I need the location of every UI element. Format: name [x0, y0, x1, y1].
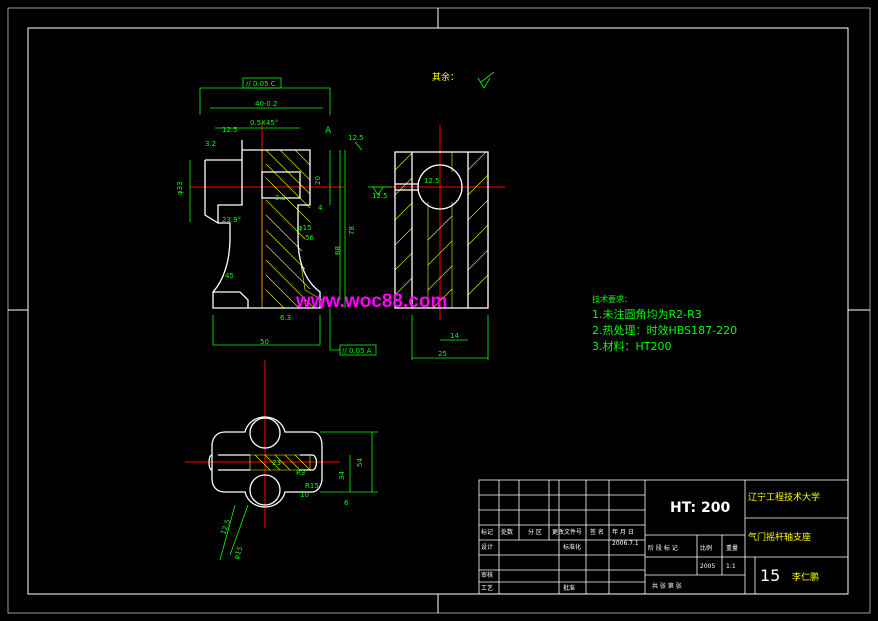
title-block: HT: 200 辽宁工程技术大学 气门摇杆轴支座 15 李仁鹏 比例 1:1 2… [478, 479, 849, 595]
top-dim-23: 23 [272, 459, 281, 467]
top-dim-6: 6 [344, 499, 349, 507]
parallel-top: // 0.05 C [246, 80, 276, 88]
front-view-outline [204, 140, 321, 309]
tech-item-1: 1.未注圆角均为R2-R3 [592, 307, 702, 321]
side-view [394, 151, 489, 309]
parallel-bottom: // 0.05 A [342, 347, 372, 355]
front-view-hatch [261, 149, 323, 309]
side-dim-25: 25 [438, 350, 447, 358]
datum-a: A [325, 126, 332, 136]
dia-15: φ15 [298, 224, 312, 232]
tb-check-label: 审核 [481, 571, 493, 579]
tb-scale-label: 比例 [700, 544, 712, 552]
tb-school: 辽宁工程技术大学 [748, 491, 820, 503]
dim-4: 4 [318, 204, 323, 212]
watermark: www.woc88.com [295, 291, 447, 312]
tb-row-label-6: 年 月 日 [612, 528, 634, 536]
top-dim-10: 10 [300, 491, 309, 499]
tech-requirements: 技术要求： 1.未注圆角均为R2-R3 2.热处理：时效HBS187-220 3… [592, 294, 737, 353]
top-view [208, 416, 323, 508]
tb-date: 2006.7.1 [612, 540, 639, 547]
top-dim-R3: R3 [296, 469, 305, 477]
tech-item-3: 3.材料：HT200 [592, 339, 671, 353]
dim-40: 40-0.2 [255, 100, 278, 108]
dim-56: 56 [305, 234, 314, 242]
centerlines [185, 122, 505, 528]
dim-68: 68 [334, 246, 342, 255]
tb-scale: 1:1 [726, 563, 736, 570]
side-dim-14: 14 [450, 332, 459, 340]
tb-approve-label: 批准 [563, 584, 575, 592]
tb-material: HT: 200 [670, 500, 730, 516]
tb-process-label: 工艺 [481, 584, 493, 592]
tb-designer: 李仁鹏 [792, 571, 819, 583]
dimension-lines [189, 71, 495, 561]
drawing-frame [7, 7, 871, 614]
rough-12-5a: 12.5 [222, 126, 238, 134]
tb-std-label: 标准化 [563, 543, 581, 551]
tb-sheets-label: 共 张 第 张 [652, 582, 682, 590]
rough-6-3: 6.3 [280, 314, 291, 322]
tb-weight-label: 重量 [726, 544, 738, 552]
dim-78: 78 [348, 226, 356, 235]
tb-design-label: 设计 [481, 543, 493, 551]
dia-33: φ33 [176, 181, 184, 195]
side-view-hatch [394, 151, 489, 309]
dim-20: 20 [314, 176, 322, 185]
rough-3-2a: 3.2 [205, 140, 216, 148]
top-rough: 12.5 [219, 518, 232, 535]
top-dia-15: φ15 [232, 545, 244, 560]
tech-title: 技术要求： [592, 294, 632, 304]
tb-stage-label: 阶 段 标 记 [648, 544, 678, 552]
top-dim-54: 54 [356, 458, 364, 467]
front-view [204, 140, 323, 309]
top-view-outline [208, 416, 323, 508]
rough-3-2b: 3.2 [275, 194, 286, 202]
angle-23: 23.9° [222, 216, 241, 224]
tb-row-label-2: 处数 [501, 528, 513, 536]
tb-row-label-3: 分 区 [528, 528, 542, 536]
side-rough-12-5: 12.5 [372, 192, 388, 200]
dim-50: 50 [260, 338, 269, 346]
tb-sheet-no: 15 [760, 566, 780, 585]
top-dim-R15: R15 [305, 482, 319, 490]
side-view-outline [394, 151, 489, 309]
tb-weight: 2005 [700, 563, 715, 570]
roughness-label: 其余： [432, 71, 459, 83]
tb-row-label-4: 更改文件号 [552, 528, 582, 536]
tech-item-2: 2.热处理：时效HBS187-220 [592, 323, 737, 337]
top-dim-34: 34 [338, 471, 346, 480]
tb-row-label-5: 签 名 [590, 528, 604, 536]
tb-row-label-1: 标记 [481, 528, 493, 536]
dim-45: 45 [225, 272, 234, 280]
chamfer: 0.5X45° [250, 119, 278, 127]
rough-12-5b: 12.5 [348, 134, 364, 142]
tb-part-name: 气门摇杆轴支座 [748, 531, 811, 543]
side-rough-12-5b: 12.5 [424, 177, 440, 185]
